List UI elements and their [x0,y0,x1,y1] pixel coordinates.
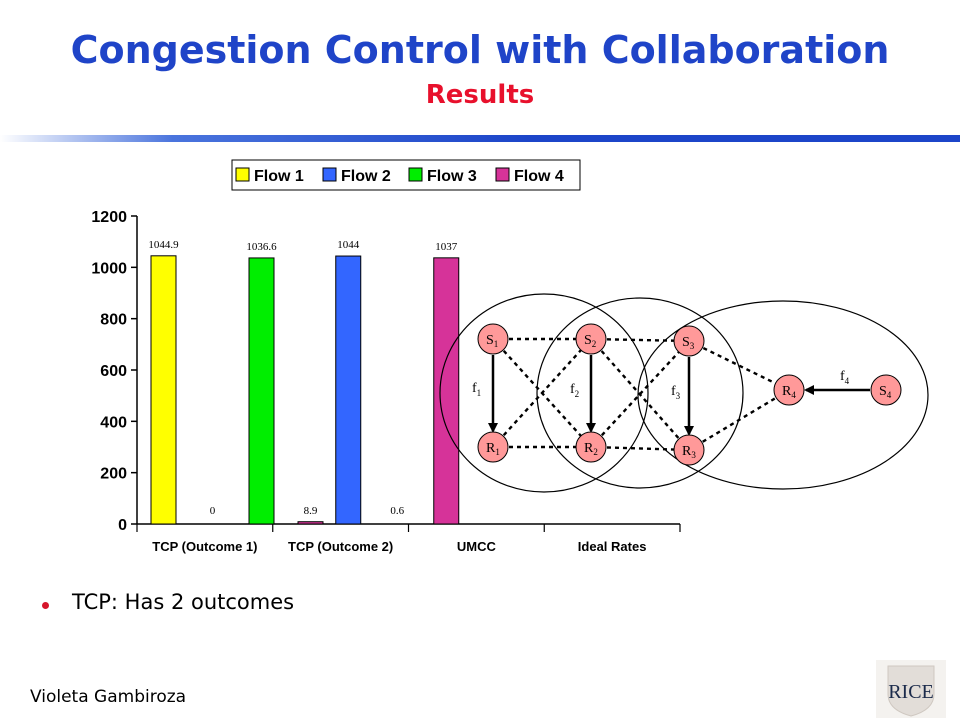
node-s3: S3 [673,325,705,357]
bar-flow-4 [297,521,324,525]
collision-domain-1 [439,293,649,493]
y-tick-label: 600 [100,363,127,380]
rice-logo-text: RICE [888,681,934,703]
collision-domain-3 [637,300,929,490]
node-circle [870,374,902,406]
y-tick-label: 1200 [91,209,127,226]
flow-label-subscript: 1 [477,388,482,398]
flow-label-subscript: 2 [575,389,580,399]
legend-label-4: Flow 4 [514,168,564,185]
slide-subtitle: Results [425,80,535,110]
legend-label-1: Flow 1 [254,168,304,185]
data-label: 1037 [435,241,458,253]
legend-swatch-1 [235,167,250,182]
link-r2-r3 [590,445,690,452]
node-circle [477,323,509,355]
link-s2-r3 [590,338,690,451]
legend-swatch-2 [322,167,337,182]
rice-university-logo: RICE [876,660,946,718]
legend-swatch-4 [495,167,510,182]
link-s3-r4 [688,339,790,392]
node-s2: S2 [575,323,607,355]
link-r2-s3 [590,340,690,448]
node-circle [477,431,509,463]
node-circle [575,431,607,463]
legend-label-2: Flow 2 [341,168,391,185]
x-category-label: TCP (Outcome 2) [288,539,393,554]
bar-flow-2 [335,255,362,525]
data-label: 1044 [337,239,360,251]
node-label-subscript: 1 [494,339,499,349]
node-circle [773,374,805,406]
data-label: 0 [210,505,216,517]
data-label: 1044.9 [148,239,179,251]
flow-label-3: f3 [671,384,681,401]
x-category-label: Ideal Rates [578,539,647,554]
bullet-dot [42,602,49,609]
flow-label-subscript: 4 [845,376,850,386]
legend-box [231,159,581,191]
y-tick-label: 400 [100,414,127,431]
data-label: 8.9 [304,505,318,517]
node-label-subscript: 3 [690,341,695,351]
node-s4: S4 [870,374,902,406]
link-s2-s3 [590,337,690,343]
legend-swatch-3 [408,167,423,182]
node-label-subscript: 3 [691,450,696,460]
node-r1: R1 [477,431,509,463]
bullet-text: TCP: Has 2 outcomes [72,590,295,614]
node-circle [673,325,705,357]
link-r1-s2 [492,338,592,448]
flow-label-subscript: 3 [676,391,681,401]
node-label-subscript: 2 [593,447,598,457]
bar-flow-1 [150,255,177,525]
node-label-subscript: 2 [592,339,597,349]
bar-flow-3 [248,257,275,525]
node-circle [673,434,705,466]
header-divider-bar [0,135,960,142]
link-r3-r4 [688,388,790,452]
node-label-subscript: 1 [495,447,500,457]
node-r2: R2 [575,431,607,463]
node-label-subscript: 4 [791,390,796,400]
data-label: 1036.6 [246,241,277,253]
chart-bars: 1044.9 0 1036.6 8.9 1044 0.6 1037 [148,239,460,525]
node-label-subscript: 4 [887,390,892,400]
node-s1: S1 [477,323,509,355]
flow-label-1: f1 [472,381,481,398]
collision-domain-2 [536,297,744,489]
chart-legend: Flow 1 Flow 2 Flow 3 Flow 4 [231,159,581,191]
node-circle [575,323,607,355]
legend-label-3: Flow 3 [427,168,477,185]
footer-author: Violeta Gambiroza [30,687,187,707]
y-tick-label: 200 [100,466,127,483]
flow-label-4: f4 [840,369,850,386]
x-category-label: TCP (Outcome 1) [152,539,257,554]
node-r3: R3 [673,434,705,466]
y-tick-label: 0 [118,517,127,534]
flow-label-2: f2 [570,382,579,399]
node-r4: R4 [773,374,805,406]
x-category-label: UMCC [457,539,497,554]
slide-title: Congestion Control with Collaboration [70,28,890,72]
y-tick-label: 1000 [91,260,127,277]
y-tick-label: 800 [100,312,127,329]
data-label: 0.6 [390,505,404,517]
bar-flow-4 [433,257,460,525]
